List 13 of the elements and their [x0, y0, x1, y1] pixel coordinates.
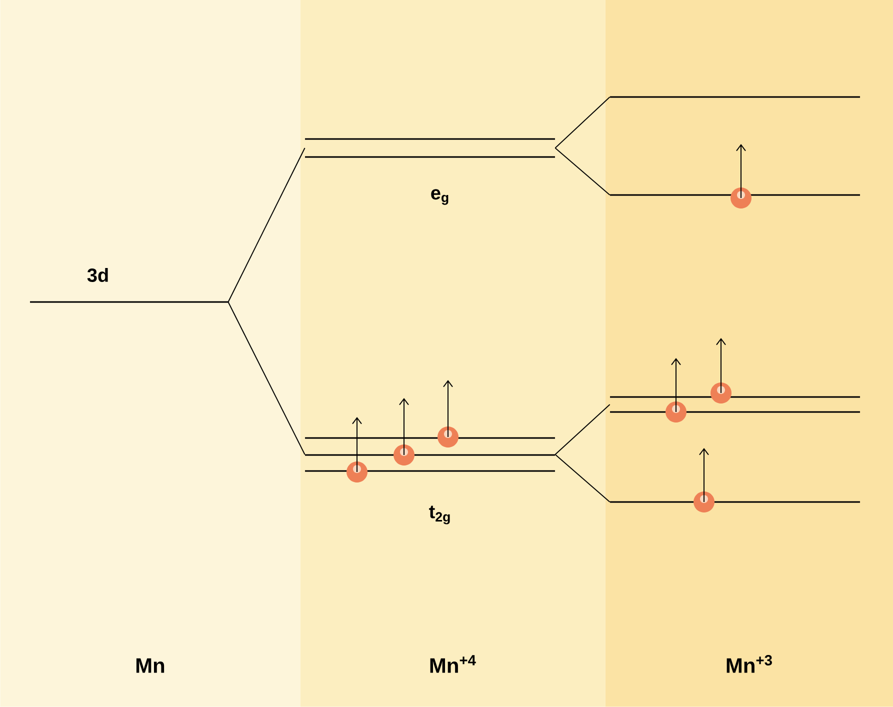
- energy-level: [305, 437, 555, 472]
- energy-level: [610, 396, 860, 413]
- level-label: 3d: [87, 268, 108, 282]
- energy-level: [305, 138, 555, 158]
- correlation-line: [554, 96, 610, 148]
- correlation-line: [554, 404, 610, 455]
- correlation-line: [228, 302, 306, 455]
- correlation-line: [554, 148, 610, 196]
- correlation-line: [228, 148, 306, 302]
- correlation-line: [554, 454, 610, 502]
- level-label: e$_{g}$: [431, 189, 448, 205]
- column-band: Mn$^{+3}$: [605, 0, 893, 707]
- level-label: t$_{2g}$: [429, 506, 450, 524]
